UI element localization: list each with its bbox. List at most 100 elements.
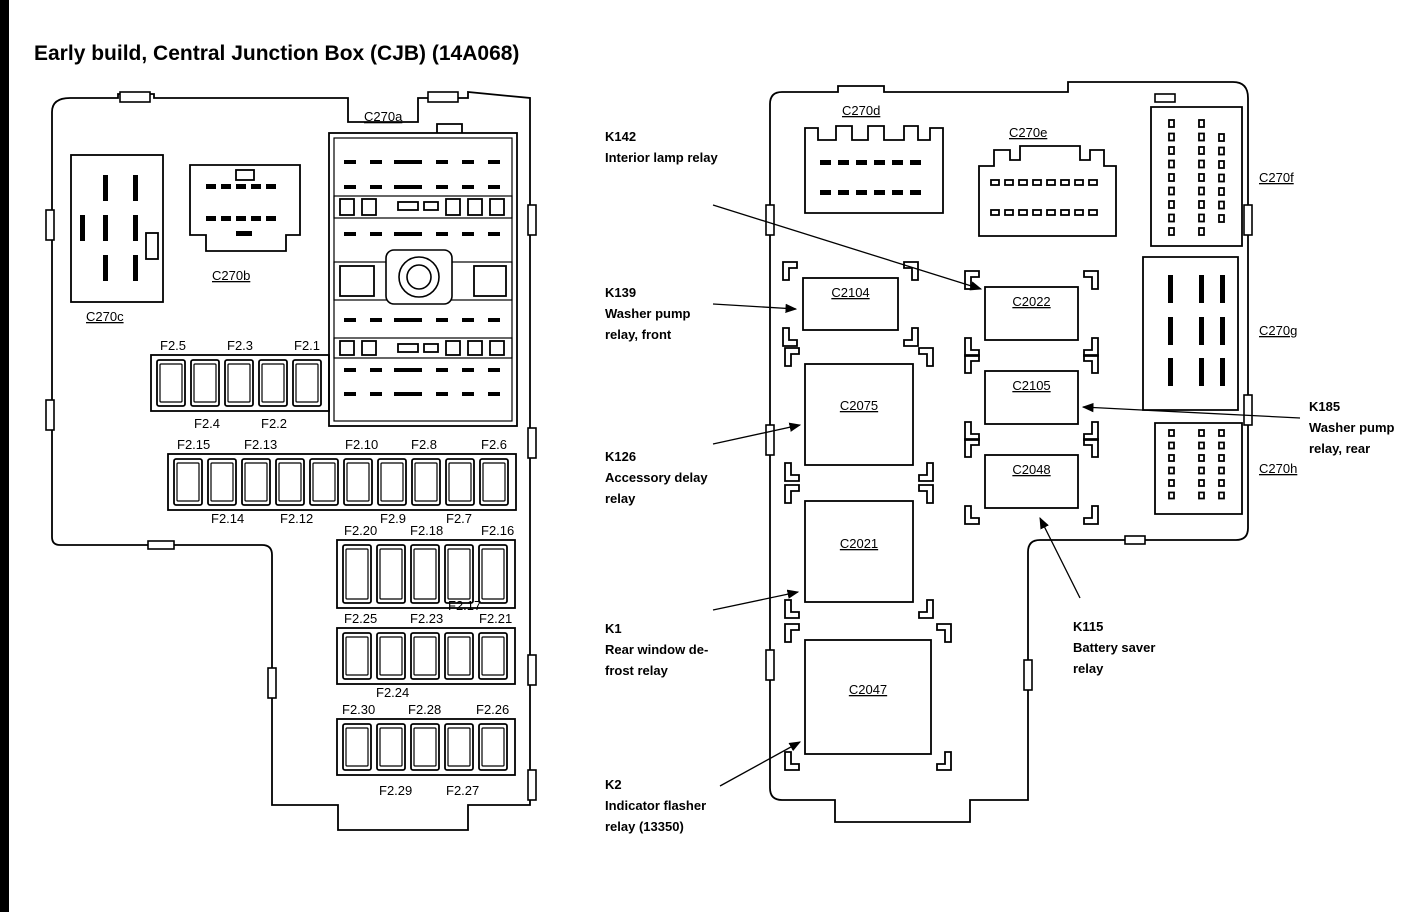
fuse-element <box>448 462 472 502</box>
callout-text: relay <box>605 491 636 506</box>
socket-clip <box>782 261 798 281</box>
c270g-pin <box>1220 275 1225 303</box>
c270a-pin <box>344 318 356 322</box>
socket-clip <box>918 347 934 367</box>
fuse-element <box>482 462 506 502</box>
c270a-pin <box>370 368 382 372</box>
margin-bar <box>0 0 9 912</box>
fuse-slot <box>207 458 237 506</box>
c270f-pin <box>1198 159 1205 169</box>
fuse-slot <box>377 458 407 506</box>
c270a-pin <box>462 185 474 189</box>
relay-socket-label: C2048 <box>1012 462 1050 477</box>
c270c-pin <box>133 215 138 241</box>
fuse-element <box>413 727 437 767</box>
fuse-element <box>481 727 505 767</box>
relay-socket-label: C2105 <box>1012 378 1050 393</box>
c270h-pin <box>1218 466 1225 475</box>
socket-clip <box>784 599 800 619</box>
c270f-pin <box>1198 186 1205 196</box>
fuse-element <box>413 548 437 600</box>
fuse-slot <box>410 723 440 771</box>
relay-socket: C2021 <box>784 484 934 619</box>
c270f-pin <box>1168 173 1175 182</box>
c270a-pin <box>394 185 422 189</box>
c270a-side-block <box>473 265 507 297</box>
fuse-row-frame <box>336 718 516 776</box>
c270d-pin <box>838 190 849 195</box>
c270b-pin <box>221 216 231 221</box>
socket-clip <box>964 270 980 290</box>
socket-clip <box>1083 270 1099 290</box>
fuse-label: F2.1 <box>294 338 320 353</box>
fuse-element <box>414 462 438 502</box>
c270h-pin <box>1198 454 1205 462</box>
c270e-pin <box>1032 209 1042 216</box>
c270h-pin <box>1198 491 1205 500</box>
fuse-slot <box>292 359 322 407</box>
side-tab <box>765 424 775 456</box>
c270a-pin <box>436 318 448 322</box>
relay-socket-body <box>984 286 1079 341</box>
c270e-pin <box>1060 179 1070 186</box>
c270d-pin <box>820 190 831 195</box>
c270a-pin <box>370 318 382 322</box>
socket-clip <box>964 505 980 525</box>
fuse-label: F2.28 <box>408 702 441 717</box>
top-tab <box>1154 93 1176 103</box>
fuse-element <box>379 727 403 767</box>
c270a-stud-hole <box>406 264 432 290</box>
c270h-pin <box>1168 479 1175 487</box>
fuse-label: F2.30 <box>342 702 375 717</box>
right-junction-box: C270d C270e C270f C270g C270h C2104C2075… <box>605 81 1395 834</box>
c270a-blade <box>467 340 483 356</box>
c270h-pin <box>1168 491 1175 500</box>
callout-text: Rear window de- <box>605 642 708 657</box>
connector-c270e <box>978 145 1117 237</box>
fuse-element <box>346 462 370 502</box>
c270g-pin <box>1168 358 1173 386</box>
side-tab <box>765 204 775 236</box>
fuse-slot <box>241 458 271 506</box>
c270a-pin <box>394 392 422 396</box>
callout-text: Indicator flasher <box>605 798 706 813</box>
bottom-tab <box>147 540 175 550</box>
c270a-blade <box>339 340 355 356</box>
k126-arrow <box>712 422 802 445</box>
c270e-pin <box>1004 209 1014 216</box>
callout-id: K142 <box>605 129 636 144</box>
c270a-pin <box>436 392 448 396</box>
connector-c270b-label: C270b <box>212 268 250 283</box>
c270e-pin <box>1046 179 1056 186</box>
c270a-blade <box>467 198 483 216</box>
callout-text: Washer pump <box>1309 420 1395 435</box>
c270e-pin <box>1074 179 1084 186</box>
right-side-tab <box>527 654 537 686</box>
c270f-pin <box>1198 227 1205 236</box>
socket-clip <box>936 751 952 771</box>
fuse-element <box>345 636 369 676</box>
c270a-pin <box>370 185 382 189</box>
c270a-pin <box>394 160 422 164</box>
left-side-tab <box>45 209 55 241</box>
c270b-pin <box>266 216 276 221</box>
c270f-pin <box>1198 146 1205 155</box>
fuse-slot <box>173 458 203 506</box>
k2-arrow <box>719 741 802 787</box>
fuse-slot <box>444 544 474 604</box>
c270f-pin <box>1198 213 1205 223</box>
c270a-blade <box>361 340 377 356</box>
connector-c270a-label: C270a <box>364 109 403 124</box>
fuse-slot <box>258 359 288 407</box>
fuse-label: F2.15 <box>177 437 210 452</box>
fuse-row-frame <box>336 539 516 609</box>
c270h-pin <box>1198 466 1205 475</box>
right-side-tab <box>527 427 537 459</box>
